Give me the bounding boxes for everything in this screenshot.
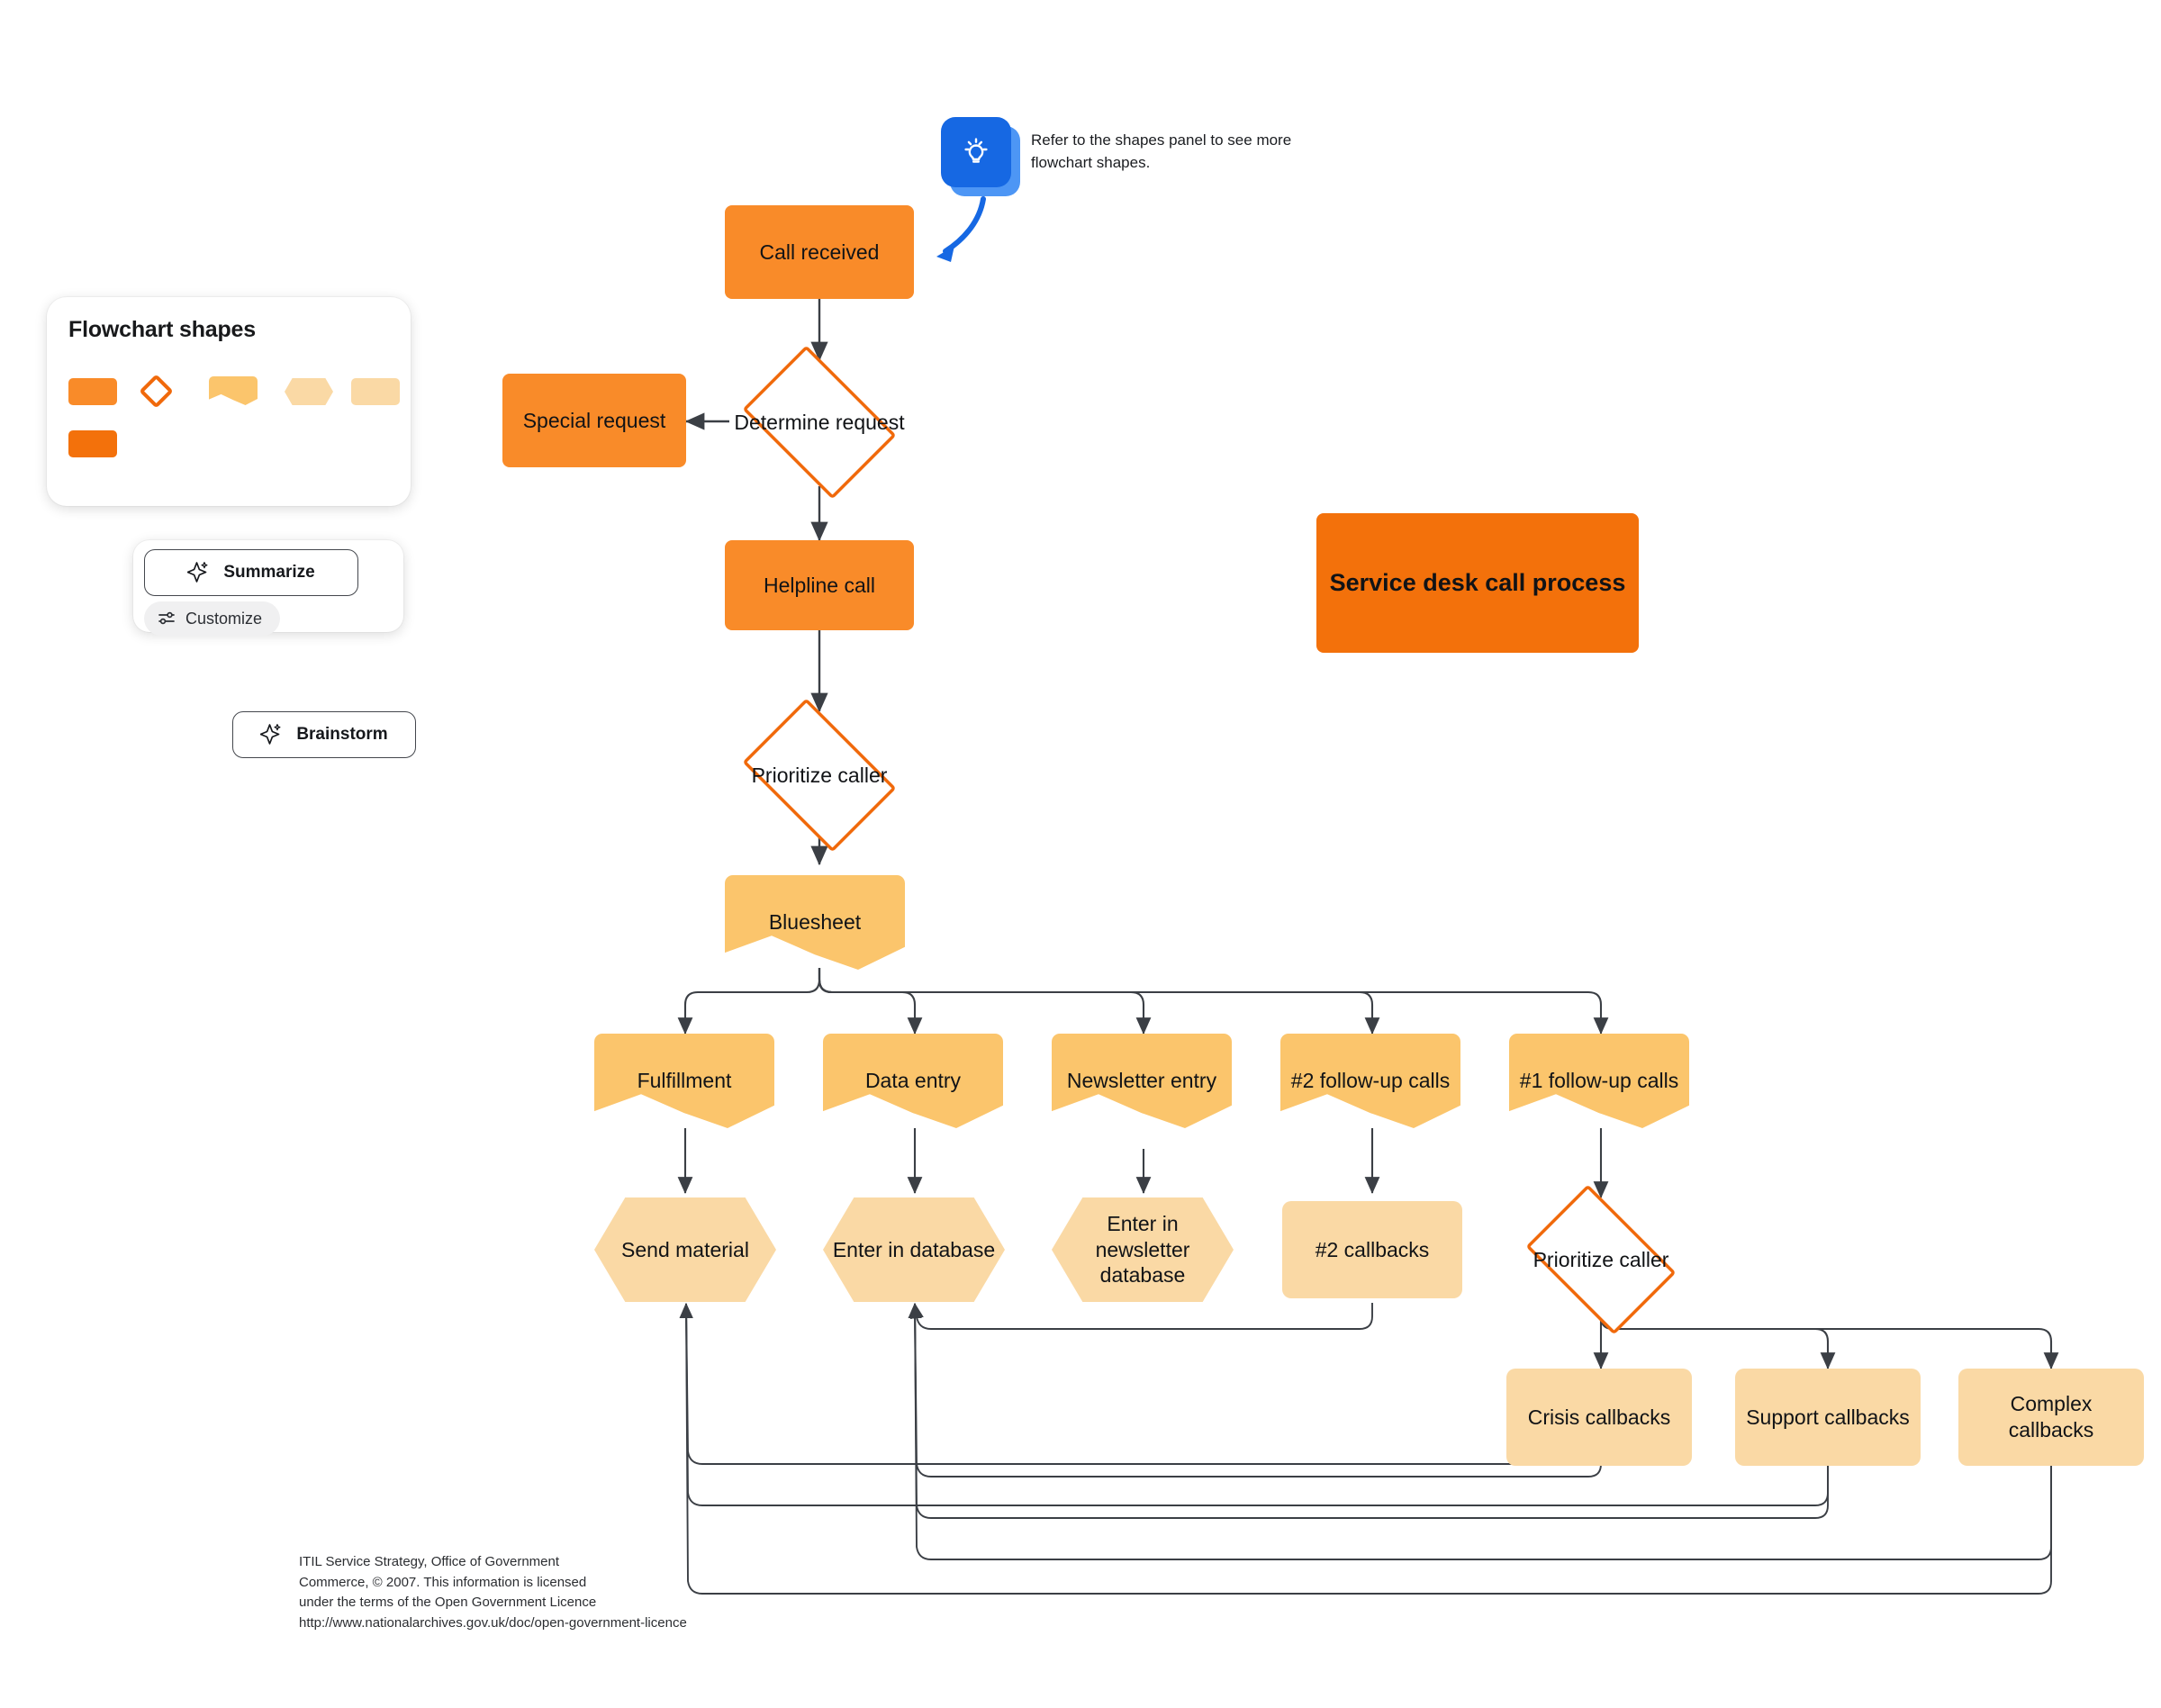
lightbulb-icon[interactable] [941,117,1011,187]
shape-swatch-decision-diamond[interactable] [139,374,174,409]
node-support-callbacks[interactable]: Support callbacks [1735,1369,1921,1466]
summarize-label: Summarize [223,563,315,582]
diagram-title-card[interactable]: Service desk call process [1316,513,1639,653]
node-callbacks-2[interactable]: #2 callbacks [1282,1201,1462,1298]
shape-swatch-row-2 [68,430,393,463]
tip-arrow-icon [936,196,986,262]
node-call-received[interactable]: Call received [725,205,914,299]
summarize-button[interactable]: Summarize [144,549,358,596]
sparkle-icon [186,561,211,584]
shapes-panel-title: Flowchart shapes [68,317,256,342]
node-newsletter-entry[interactable]: Newsletter entry [1052,1034,1232,1128]
shape-swatch-document[interactable] [209,376,258,405]
node-crisis-callbacks[interactable]: Crisis callbacks [1506,1369,1692,1466]
node-complex-callbacks[interactable]: Complex callbacks [1958,1369,2144,1466]
node-determine-request[interactable]: Determine request [729,345,909,500]
node-followup-2-calls[interactable]: #2 follow-up calls [1280,1034,1460,1128]
shape-swatch-preparation-hexagon[interactable] [285,378,333,405]
footer-line-2: Commerce, © 2007. This information is li… [299,1574,587,1590]
sliders-icon [157,609,176,628]
node-fulfillment[interactable]: Fulfillment [594,1034,774,1128]
brainstorm-label: Brainstorm [296,725,388,744]
footer-line-4: http://www.nationalarchives.gov.uk/doc/o… [299,1614,687,1631]
shapes-panel[interactable]: Flowchart shapes [47,297,411,506]
ai-tools-panel: Summarize Customize [133,540,403,636]
node-special-request[interactable]: Special request [502,374,686,467]
tip-text: Refer to the shapes panel to see more fl… [1031,131,1292,171]
sparkle-icon [259,723,284,746]
node-label: Determine request [734,410,905,434]
node-label: Prioritize caller [751,763,888,787]
node-helpline-call[interactable]: Helpline call [725,540,914,630]
customize-label: Customize [185,609,263,628]
node-bluesheet[interactable]: Bluesheet [725,875,905,970]
shape-swatch-row-1 [68,374,400,409]
node-prioritize-caller-2[interactable]: Prioritize caller [1513,1184,1689,1335]
shape-swatch-rectangle-orange[interactable] [68,378,117,405]
attribution-footer: ITIL Service Strategy, Office of Governm… [299,1552,767,1633]
brainstorm-button[interactable]: Brainstorm [232,711,416,758]
node-enter-in-database[interactable]: Enter in database [823,1197,1005,1302]
node-send-material[interactable]: Send material [594,1197,776,1302]
customize-button[interactable]: Customize [144,601,281,636]
footer-line-1: ITIL Service Strategy, Office of Governm… [299,1554,560,1569]
node-data-entry[interactable]: Data entry [823,1034,1003,1128]
footer-line-3: under the terms of the Open Government L… [299,1595,597,1610]
node-prioritize-caller-1[interactable]: Prioritize caller [729,698,909,853]
node-enter-in-newsletter-database[interactable]: Enter in newsletter database [1052,1197,1234,1302]
node-label: Prioritize caller [1533,1247,1669,1271]
node-followup-1-calls[interactable]: #1 follow-up calls [1509,1034,1689,1128]
shape-swatch-rectangle-light[interactable] [351,378,400,405]
shape-swatch-rectangle-deep[interactable] [68,430,117,457]
